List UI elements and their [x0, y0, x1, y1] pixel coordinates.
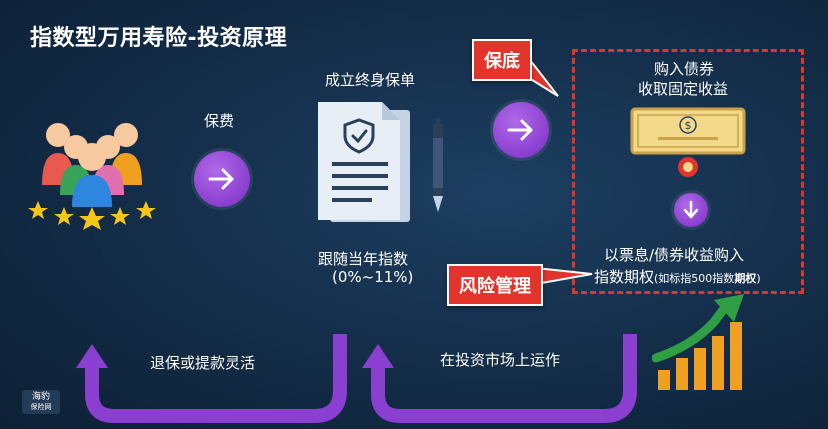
- premium-label: 保费: [204, 112, 235, 130]
- operate-label: 在投资市场上运作: [440, 351, 561, 369]
- bond-section-box: [572, 49, 804, 294]
- page-title: 指数型万用寿险-投资原理: [30, 26, 288, 51]
- people-group-icon: [22, 95, 162, 235]
- buy-bonds-line2: 收取固定收益: [638, 80, 729, 98]
- insurance-document-icon: [308, 96, 428, 231]
- svg-text:$: $: [685, 119, 692, 132]
- risk-management-tag: 风险管理: [447, 264, 543, 306]
- logo-line1: 海豹: [31, 392, 50, 402]
- options-note-bold: 期权: [734, 272, 757, 285]
- growth-chart-icon: [651, 292, 752, 392]
- risk-pointer: [536, 266, 593, 286]
- options-note-close: ): [756, 272, 761, 285]
- options-line1: 以票息/债券收益购入: [604, 246, 745, 264]
- brand-logo: 海豹 保险网: [22, 390, 60, 414]
- arrow-right-icon: [194, 151, 250, 207]
- follow-index-range: (0%~11%): [332, 268, 414, 286]
- options-main: 指数期权: [594, 268, 655, 286]
- surrender-label: 退保或提款灵活: [150, 354, 256, 372]
- pen-icon: [428, 118, 448, 218]
- options-line2: 指数期权(如标指500指数期权): [594, 266, 761, 287]
- buy-bonds-line1: 购入债券: [654, 60, 715, 78]
- arrow-down-icon: [674, 193, 708, 227]
- logo-line2: 保险网: [30, 403, 52, 411]
- bond-certificate-icon: $: [628, 105, 748, 185]
- options-note: (如标指500指数: [654, 272, 735, 285]
- follow-index-label: 跟随当年指数: [318, 250, 409, 268]
- guarantee-tag: 保底: [472, 39, 532, 81]
- policy-label: 成立终身保单: [325, 71, 416, 89]
- flow-loop-arrows: [76, 334, 637, 423]
- arrow-right-icon: [493, 102, 549, 158]
